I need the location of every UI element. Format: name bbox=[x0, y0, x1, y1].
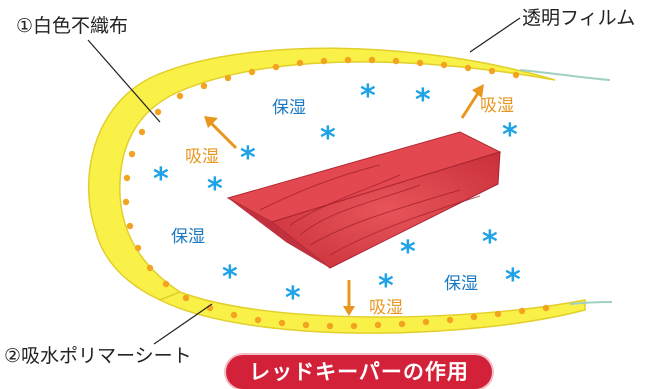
svg-text:*: * bbox=[502, 118, 518, 153]
svg-text:*: * bbox=[153, 162, 169, 197]
svg-text:*: * bbox=[360, 79, 376, 114]
svg-text:*: * bbox=[415, 83, 431, 118]
svg-text:*: * bbox=[400, 235, 416, 270]
svg-text:*: * bbox=[505, 263, 521, 298]
absorb-label-right: 吸湿 bbox=[480, 96, 514, 116]
diagram-title: レッドキーパーの作用 bbox=[249, 359, 469, 384]
arrow-upper-left bbox=[208, 120, 238, 150]
absorb-label-left: 吸湿 bbox=[185, 147, 219, 167]
absorb-label-bottom: 吸湿 bbox=[369, 298, 403, 318]
svg-text:*: * bbox=[222, 260, 238, 295]
keep-moisture-label-right: 保湿 bbox=[444, 274, 478, 294]
film-tail-top bbox=[519, 69, 611, 81]
svg-text:*: * bbox=[240, 141, 256, 176]
keep-moisture-label-left: 保湿 bbox=[171, 227, 205, 247]
leader-layer1 bbox=[87, 39, 161, 123]
moisture-asterisks: * * * * * * * * * * * * * bbox=[153, 79, 521, 316]
leader-layer2 bbox=[153, 303, 213, 345]
absorb-arrows bbox=[204, 84, 484, 316]
svg-text:*: * bbox=[207, 172, 223, 207]
keep-moisture-label-top: 保湿 bbox=[272, 98, 306, 118]
svg-text:*: * bbox=[285, 281, 301, 316]
callout-film: 透明フィルム bbox=[522, 7, 635, 29]
arrow-upper-right bbox=[460, 89, 482, 119]
callout-layer2: ②吸水ポリマーシート bbox=[4, 345, 192, 367]
meat-block bbox=[226, 131, 502, 269]
absorbent-layer-bottom bbox=[158, 291, 586, 334]
title-badge: レッドキーパーの作用 bbox=[226, 355, 492, 389]
film-tail-bottom bbox=[569, 301, 613, 305]
svg-text:*: * bbox=[320, 121, 336, 156]
leader-film bbox=[469, 17, 521, 53]
svg-text:*: * bbox=[378, 269, 394, 304]
svg-text:*: * bbox=[482, 225, 498, 260]
polymer-dots bbox=[122, 56, 550, 330]
callout-layer1: ①白色不織布 bbox=[16, 15, 128, 37]
